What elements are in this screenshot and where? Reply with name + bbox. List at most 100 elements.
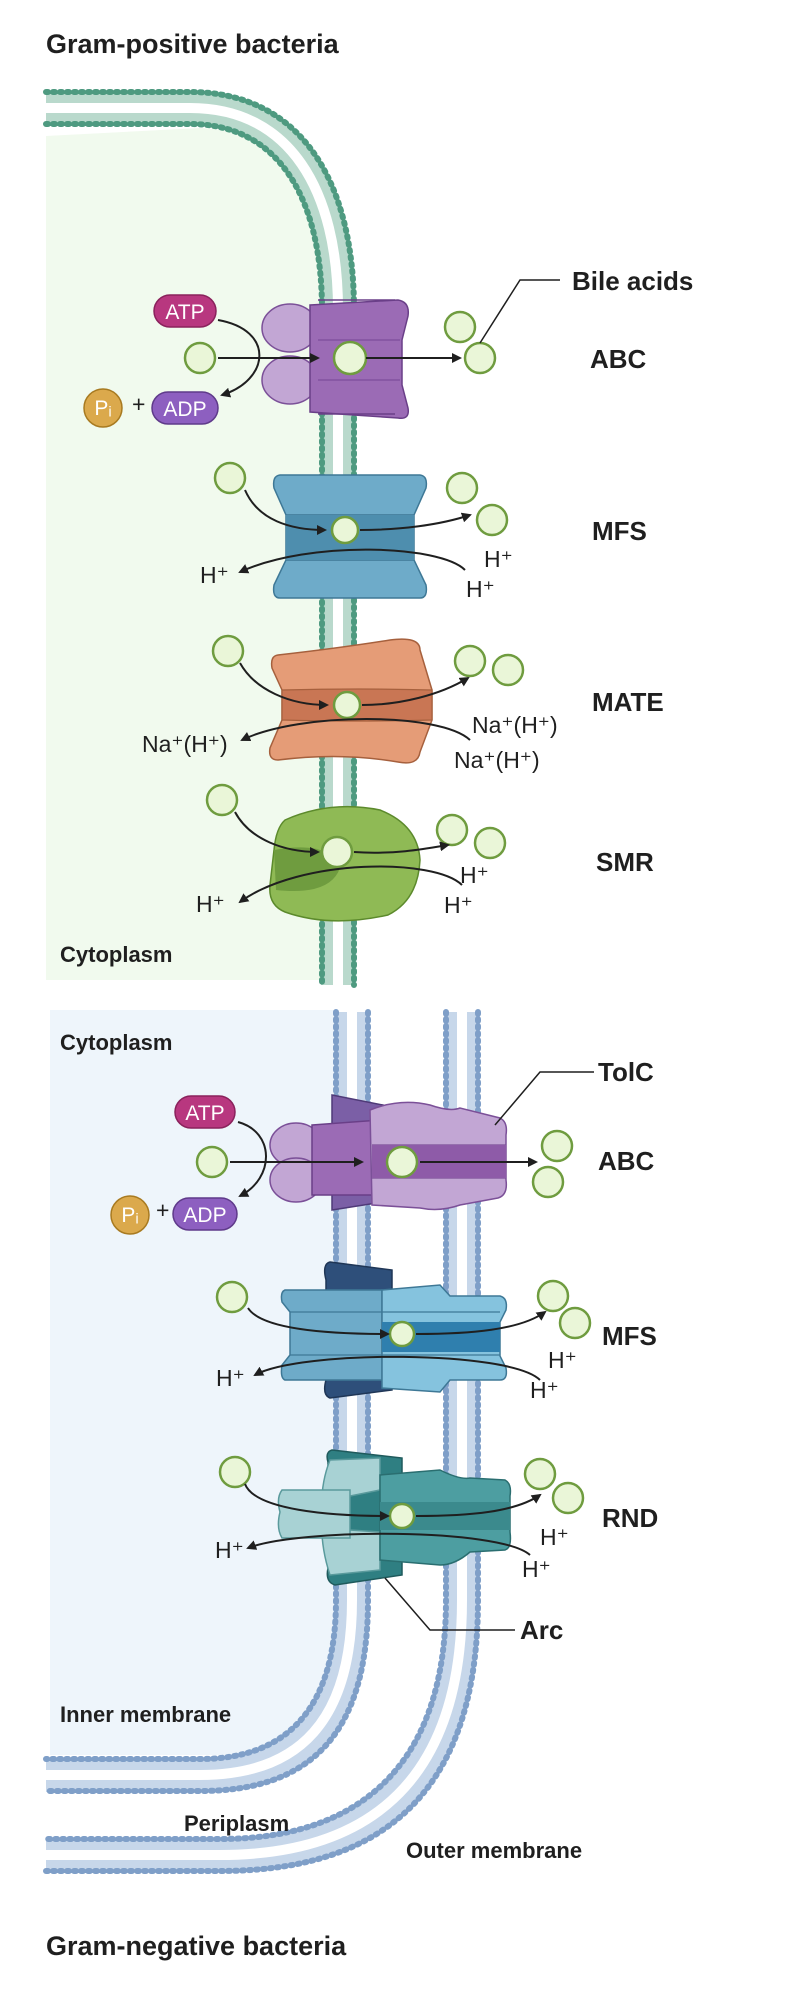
bile-acid-molecule-icon — [388, 1320, 416, 1348]
tolc-callout-line — [494, 1071, 594, 1126]
bile-acid-molecule-icon — [445, 471, 479, 505]
gn-rnd-transporter — [277, 1449, 512, 1586]
gp-mfs-ion-out-2: H⁺ — [466, 576, 495, 602]
bile-acid-molecule-icon — [473, 826, 507, 860]
flow-arrow-icon — [246, 1532, 531, 1556]
flow-arrow-icon — [244, 489, 327, 535]
bile-acid-molecule-icon — [330, 515, 360, 545]
svg-text:Pᵢ: Pᵢ — [121, 1204, 138, 1227]
gram-negative-title: Gram-negative bacteria — [46, 1931, 347, 1961]
flow-arrow-icon — [237, 1121, 267, 1197]
flow-arrow-icon — [244, 1483, 390, 1521]
gram-negative-cytoplasm-area — [50, 1010, 336, 1755]
callout-line — [479, 279, 560, 344]
gp-smr-ion-out-2: H⁺ — [444, 892, 473, 918]
gp-smr-ion-in: H⁺ — [196, 891, 225, 917]
bile-acid-molecule-icon — [385, 1145, 419, 1179]
bile-acid-molecule-icon — [558, 1306, 592, 1340]
bile-acid-molecule-icon — [211, 634, 245, 668]
gn-rnd-ion-out-1: H⁺ — [540, 1524, 569, 1550]
svg-text:ATP: ATP — [165, 301, 204, 324]
gram-positive-cytoplasm-area — [46, 128, 330, 980]
gp-mate-ion-in: Na⁺(H⁺) — [142, 731, 228, 757]
flow-arrow-icon — [239, 662, 329, 710]
gp-mate-ion-out-1: Na⁺(H⁺) — [472, 712, 558, 738]
bile-acid-molecule-icon — [218, 1455, 252, 1489]
phosphate-icon: Pᵢ — [110, 1195, 150, 1235]
bile-acid-molecule-icon — [215, 1280, 249, 1314]
gn-mfs-ion-out-1: H⁺ — [548, 1347, 577, 1373]
svg-text:ATP: ATP — [185, 1102, 224, 1125]
flow-arrow-icon — [353, 841, 450, 854]
gp-smr-ion-out-1: H⁺ — [460, 862, 489, 888]
phosphate-icon: Pᵢ — [83, 388, 123, 428]
outer-membrane-label: Outer membrane — [406, 1838, 582, 1863]
bile-acid-molecule-icon — [540, 1129, 574, 1163]
inner-membrane-label: Inner membrane — [60, 1702, 231, 1727]
gn-mfs-ion-in: H⁺ — [216, 1365, 245, 1391]
bile-acid-molecule-icon — [463, 341, 497, 375]
flow-arrow-icon — [247, 1307, 390, 1339]
bile-acid-molecule-icon — [551, 1481, 585, 1515]
gp-smr-label: SMR — [596, 847, 654, 877]
arc-label: Arc — [520, 1615, 563, 1645]
plus-sign: + — [156, 1197, 169, 1223]
bile-acid-molecule-icon — [531, 1165, 565, 1199]
gp-mfs-ion-in: H⁺ — [200, 562, 229, 588]
adp-pill-icon: ADP — [151, 391, 219, 425]
gram-negative-inner-membrane — [43, 1009, 371, 1794]
bile-acid-molecule-icon — [195, 1145, 229, 1179]
adp-pill-icon: ADP — [172, 1197, 238, 1231]
flow-arrow-icon — [234, 811, 320, 857]
bile-acid-molecule-icon — [388, 1502, 416, 1530]
gp-mfs-label: MFS — [592, 516, 647, 546]
gn-rnd-label: RND — [602, 1503, 658, 1533]
bile-acid-molecule-icon — [183, 341, 217, 375]
flow-arrow-icon — [415, 1310, 547, 1335]
flow-arrow-icon — [240, 718, 471, 742]
bile-acid-molecule-icon — [491, 653, 525, 687]
tolc-label: TolC — [598, 1057, 654, 1087]
flow-arrow-icon — [361, 676, 470, 706]
bile-acid-molecule-icon — [332, 340, 368, 376]
gp-abc-label: ABC — [590, 344, 647, 374]
gram-positive-cytoplasm-label: Cytoplasm — [60, 942, 172, 967]
bile-acid-molecule-icon — [475, 503, 509, 537]
bile-acid-molecule-icon — [435, 813, 469, 847]
gp-mfs-ion-out-1: H⁺ — [484, 546, 513, 572]
gn-mfs-ion-out-2: H⁺ — [530, 1377, 559, 1403]
gram-negative-cytoplasm-label: Cytoplasm — [60, 1030, 172, 1055]
plus-sign: + — [132, 391, 145, 417]
atp-pill-icon: ATP — [153, 294, 217, 328]
gp-mate-ion-out-2: Na⁺(H⁺) — [454, 747, 540, 773]
gram-negative-outer-membrane — [43, 1009, 481, 1874]
gn-rnd-ion-out-2: H⁺ — [522, 1556, 551, 1582]
gp-mate-label: MATE — [592, 687, 664, 717]
bile-acid-molecule-icon — [453, 644, 487, 678]
atp-pill-icon: ATP — [174, 1095, 236, 1129]
bile-acid-molecule-icon — [523, 1457, 557, 1491]
svg-text:ADP: ADP — [163, 398, 206, 421]
flow-arrow-icon — [359, 512, 472, 531]
svg-text:Pᵢ: Pᵢ — [94, 397, 111, 420]
gn-abc-label: ABC — [598, 1146, 655, 1176]
arc-callout-line — [384, 1577, 515, 1631]
gn-abc-transporter — [269, 1094, 508, 1211]
flow-arrow-icon — [217, 319, 261, 398]
gn-mfs-label: MFS — [602, 1321, 657, 1351]
bile-acid-molecule-icon — [536, 1279, 570, 1313]
flow-arrow-icon — [253, 1355, 541, 1381]
svg-text:ADP: ADP — [183, 1204, 226, 1227]
bile-acids-label: Bile acids — [572, 266, 693, 296]
flow-arrow-icon — [415, 1493, 542, 1517]
gn-rnd-ion-in: H⁺ — [215, 1537, 244, 1563]
flow-arrow-icon — [238, 865, 463, 904]
gram-positive-title: Gram-positive bacteria — [46, 29, 340, 59]
gram-positive-membrane — [43, 89, 357, 988]
bile-acid-molecule-icon — [213, 461, 247, 495]
bile-acid-molecule-icon — [320, 835, 354, 869]
bile-acid-molecule-icon — [332, 690, 362, 720]
bile-acid-molecule-icon — [443, 310, 477, 344]
periplasm-label: Periplasm — [184, 1811, 289, 1836]
